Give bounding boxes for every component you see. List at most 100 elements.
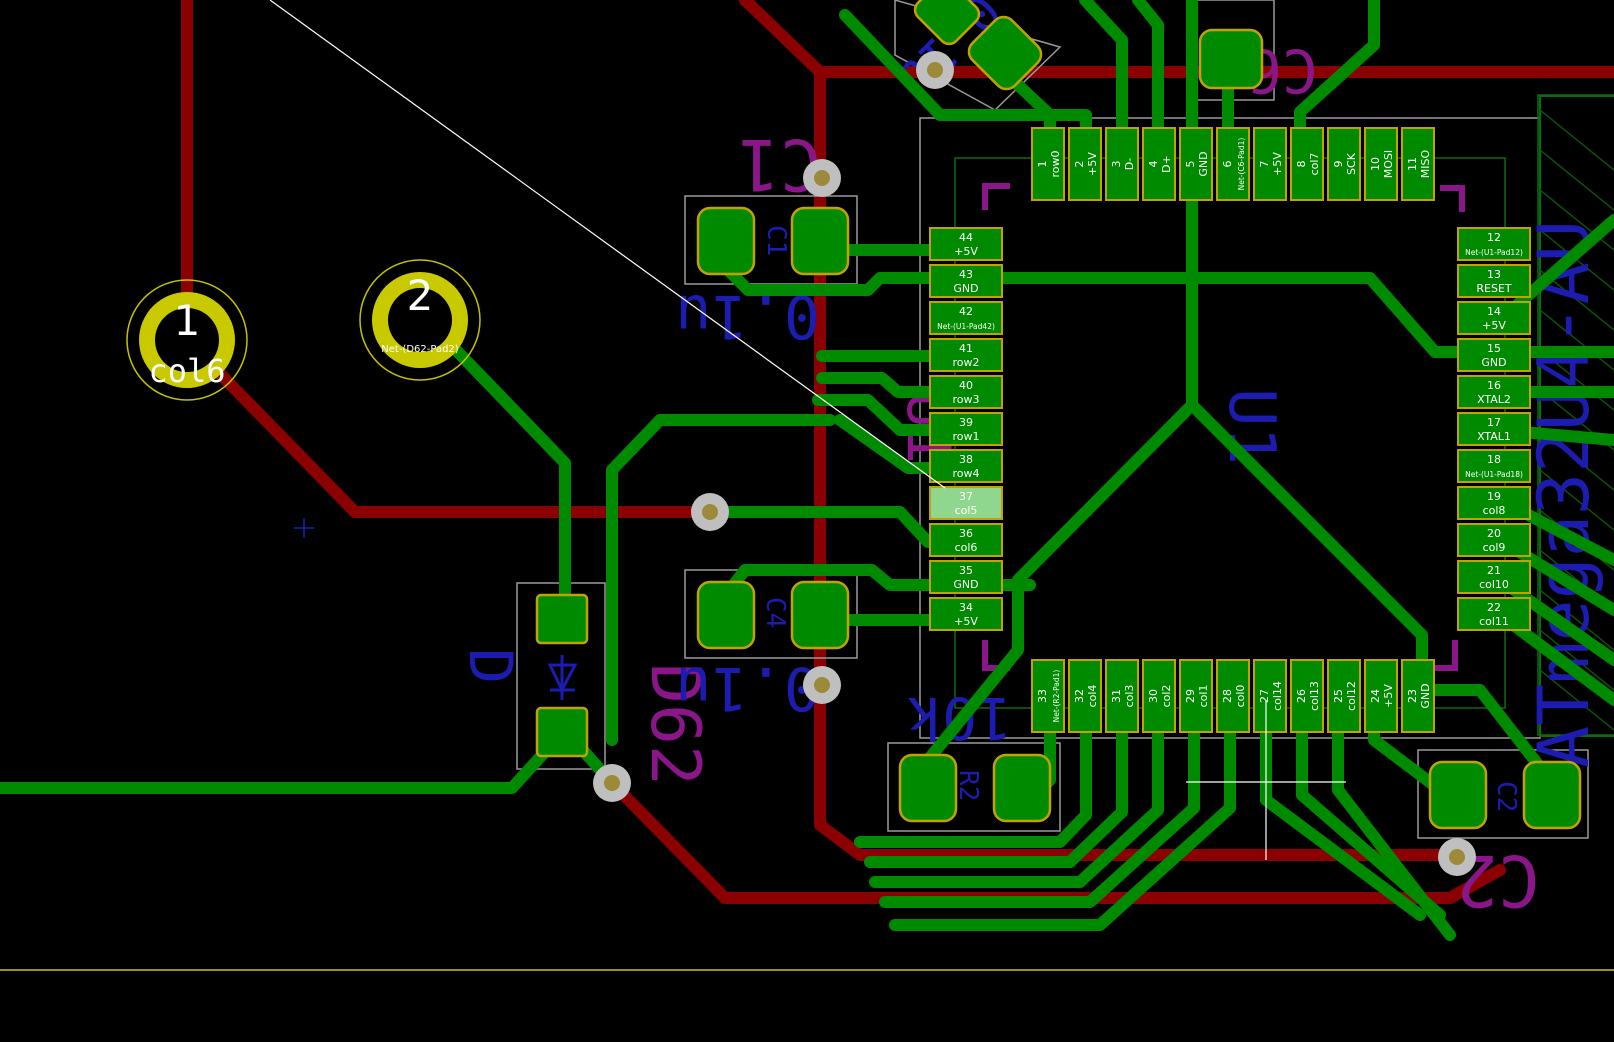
d62-ref: D62 xyxy=(635,663,714,786)
pin-net: GND xyxy=(953,578,978,591)
front-track-d62[interactable] xyxy=(450,344,571,616)
via[interactable] xyxy=(803,666,841,704)
u1-pin-44[interactable]: 44+5V xyxy=(929,227,1003,261)
via[interactable] xyxy=(593,764,631,802)
through-hole-pad-1[interactable]: 1 col6 xyxy=(126,279,248,401)
c2-pad-2[interactable] xyxy=(1522,760,1582,830)
pad-net: col6 xyxy=(148,352,225,390)
front-track-col2[interactable] xyxy=(869,694,1164,888)
r2-pad-1[interactable] xyxy=(898,753,958,823)
d62-pad-2[interactable] xyxy=(535,706,589,758)
back-track[interactable] xyxy=(814,66,1456,861)
connector-body xyxy=(1539,95,1614,737)
back-track[interactable] xyxy=(181,334,716,518)
front-track-col0[interactable] xyxy=(889,694,1236,931)
front-track-bottom[interactable] xyxy=(0,724,571,794)
front-track-col3[interactable] xyxy=(864,694,1128,868)
c1-pad-2[interactable] xyxy=(790,206,850,276)
via[interactable] xyxy=(916,51,954,89)
front-track-gnd-h[interactable] xyxy=(720,262,1614,358)
front-track-gnd[interactable] xyxy=(1186,399,1428,696)
front-track-d62c[interactable] xyxy=(606,414,836,746)
crystal-pad-2[interactable] xyxy=(964,12,1046,94)
front-track-col6[interactable] xyxy=(704,506,971,548)
c2-pad-1[interactable] xyxy=(1428,760,1488,830)
crystal-pad-1[interactable] xyxy=(911,0,983,48)
pin-net: col2 xyxy=(1160,685,1173,708)
d62-pad-1[interactable] xyxy=(535,593,589,645)
pin-net: MISO xyxy=(1419,149,1432,178)
front-track-gnd23[interactable] xyxy=(1416,684,1556,786)
u1-pin-34[interactable]: 34+5V xyxy=(929,597,1003,631)
u1-pin-14[interactable]: 14+5V xyxy=(1457,301,1531,335)
pin-number: 1 xyxy=(1036,161,1049,168)
c4-pad-2[interactable] xyxy=(790,580,850,650)
c6-pad[interactable] xyxy=(1198,28,1264,90)
u1-pin-2[interactable]: 2+5V xyxy=(1068,127,1102,201)
ghost-c1: C1 xyxy=(761,225,791,256)
front-track-col1[interactable] xyxy=(879,694,1200,908)
pin-number: 40 xyxy=(959,379,973,392)
via[interactable] xyxy=(803,159,841,197)
c2-courtyard xyxy=(1417,749,1589,839)
pin-number: 24 xyxy=(1369,689,1382,703)
r2-pad-2[interactable] xyxy=(992,753,1052,823)
c1-pad-1[interactable] xyxy=(696,206,756,276)
through-hole-pad-2[interactable]: 2 Net-(D62-Pad2) xyxy=(359,259,481,381)
ratsnest xyxy=(269,0,946,489)
ghost-c4: C4 xyxy=(760,597,790,628)
front-track-col4[interactable] xyxy=(854,694,1092,848)
c4-pad-1[interactable] xyxy=(696,580,756,650)
pin-number: 23 xyxy=(1406,689,1419,703)
via[interactable] xyxy=(1438,838,1476,876)
u1-pin-24[interactable]: 24+5V xyxy=(1364,659,1398,733)
front-track[interactable] xyxy=(1132,0,1164,156)
pin-net: +5V xyxy=(954,245,978,258)
back-track[interactable] xyxy=(739,0,1614,78)
front-track[interactable] xyxy=(1079,0,1128,156)
pin-net: GND xyxy=(1419,683,1432,708)
pin-net: +5V xyxy=(1482,319,1506,332)
via[interactable] xyxy=(691,493,729,531)
u1-pin-7[interactable]: 7+5V xyxy=(1253,127,1287,201)
